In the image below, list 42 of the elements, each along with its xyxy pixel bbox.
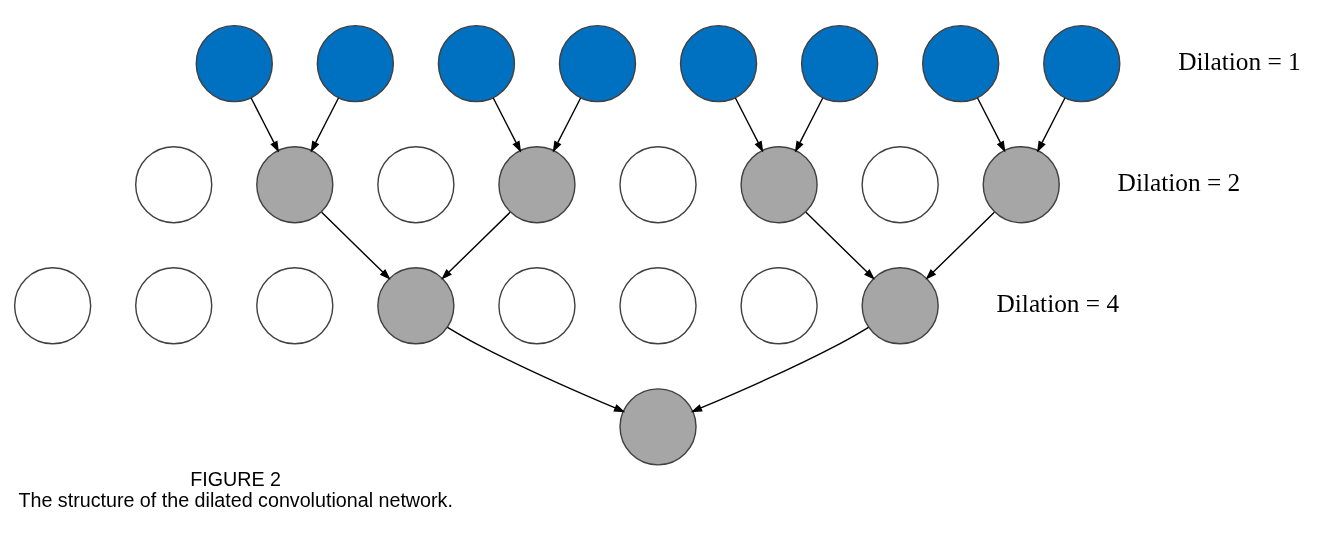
node-circle [740, 267, 818, 345]
node-circle [922, 24, 1000, 103]
label: Dilation = 2 [1117, 167, 1241, 196]
arrow [734, 97, 764, 153]
arrow [925, 211, 996, 280]
node-circle [316, 24, 395, 103]
node-circle [982, 146, 1060, 224]
node-circle [619, 267, 697, 345]
node-circle [195, 24, 273, 103]
node-circle [498, 267, 576, 345]
arrow [805, 211, 875, 280]
diagram-title: FIGURE 2 [190, 468, 282, 491]
node-circle [1043, 24, 1121, 103]
arrow [690, 326, 870, 413]
node-circle [256, 146, 334, 224]
arrow [794, 97, 824, 153]
node-circle [498, 146, 576, 224]
arrow [250, 97, 279, 153]
node-circle [13, 267, 92, 345]
arrow [1037, 97, 1066, 153]
arrow [441, 211, 511, 280]
node-circle [135, 267, 213, 345]
arrow [492, 97, 522, 153]
node-circle [135, 146, 213, 224]
arrow [320, 211, 391, 280]
node-circle [256, 267, 334, 345]
node-circle [558, 24, 637, 103]
label: Dilation = 4 [996, 288, 1120, 317]
arrow [310, 97, 340, 153]
node-circle [679, 24, 758, 103]
node-circle [619, 388, 697, 466]
arrow [552, 97, 582, 153]
arrow [976, 97, 1006, 153]
node-circle [800, 24, 879, 103]
node-circle [377, 146, 455, 224]
node-circle [861, 146, 939, 224]
node-circle [437, 24, 516, 103]
label: Dilation = 1 [1178, 46, 1301, 75]
caption: The structure of the dilated convolutional network. [18, 489, 453, 512]
node-circle [740, 146, 818, 224]
node-circle [619, 146, 697, 224]
arrow [446, 326, 626, 413]
